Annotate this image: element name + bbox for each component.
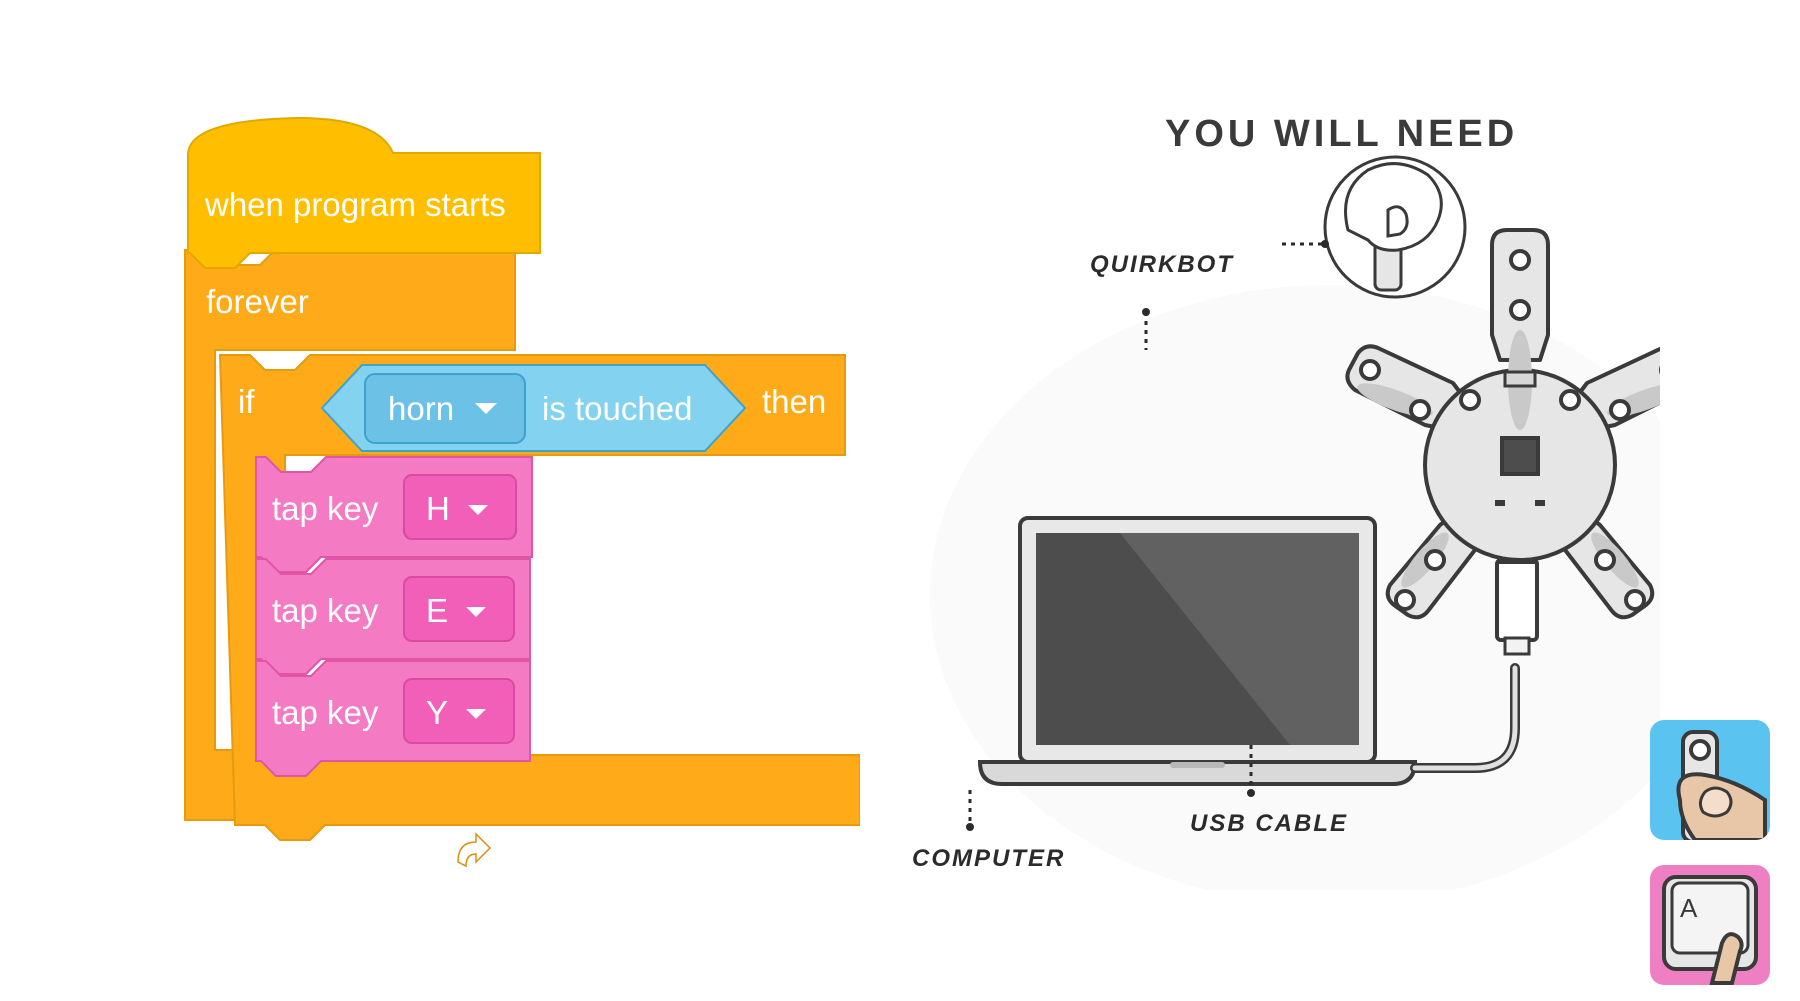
tap-key-label: tap key	[272, 592, 379, 629]
chevron-down-icon	[475, 403, 497, 414]
when-program-starts-block[interactable]: when program starts	[187, 116, 541, 269]
tap-key-block[interactable]: tap key Y	[255, 660, 531, 777]
tap-key-block[interactable]: tap key H	[255, 456, 533, 573]
key-dropdown[interactable]: H	[403, 474, 517, 540]
sensor-dropdown-value: horn	[388, 390, 454, 427]
usb-cable-callout: USB CABLE	[1190, 745, 1348, 837]
loop-arrow-icon	[457, 832, 492, 868]
key-dropdown-value: H	[426, 490, 450, 527]
you-will-need-illustration: YOU WILL NEED	[912, 113, 1660, 890]
quirkbot-label: QUIRKBOT	[1090, 251, 1234, 278]
key-dropdown[interactable]: Y	[403, 678, 515, 744]
if-label: if	[238, 383, 255, 420]
chevron-down-icon	[466, 607, 486, 617]
hat-label: when program starts	[204, 186, 506, 223]
chevron-down-icon	[468, 505, 488, 515]
quirkbot-board-icon	[1345, 228, 1660, 620]
forever-label: forever	[206, 283, 309, 320]
key-dropdown-value: E	[426, 592, 448, 629]
you-will-need-title: YOU WILL NEED	[1165, 113, 1518, 155]
tap-key-block[interactable]: tap key E	[255, 558, 531, 675]
touch-detail-icon	[1323, 155, 1467, 299]
sensor-dropdown[interactable]: horn	[364, 373, 526, 444]
keyboard-output-category[interactable]: A	[1650, 865, 1770, 985]
computer-callout: COMPUTER	[912, 790, 1065, 872]
tap-key-label: tap key	[272, 490, 379, 527]
forever-block[interactable]: forever	[184, 249, 516, 868]
tap-key-label: tap key	[272, 694, 379, 731]
key-dropdown[interactable]: E	[403, 576, 515, 642]
quirkbot-callout: QUIRKBOT	[1090, 251, 1234, 350]
is-touched-label: is touched	[542, 390, 692, 427]
key-glyph: A	[1680, 893, 1698, 923]
touch-input-category[interactable]	[1650, 720, 1770, 840]
code-script: forever if then when program starts horn	[184, 116, 860, 868]
key-dropdown-value: Y	[426, 694, 448, 731]
laptop-icon	[977, 516, 1418, 786]
chevron-down-icon	[466, 709, 486, 719]
then-label: then	[762, 383, 826, 420]
key-press-icon: A	[1662, 875, 1758, 985]
computer-label: COMPUTER	[912, 845, 1065, 872]
touch-detail-callout	[1282, 240, 1329, 248]
horn-is-touched-condition[interactable]: horn is touched	[320, 364, 747, 452]
finger-touch-icon	[1676, 730, 1767, 840]
usb-cable-label: USB CABLE	[1190, 810, 1348, 837]
